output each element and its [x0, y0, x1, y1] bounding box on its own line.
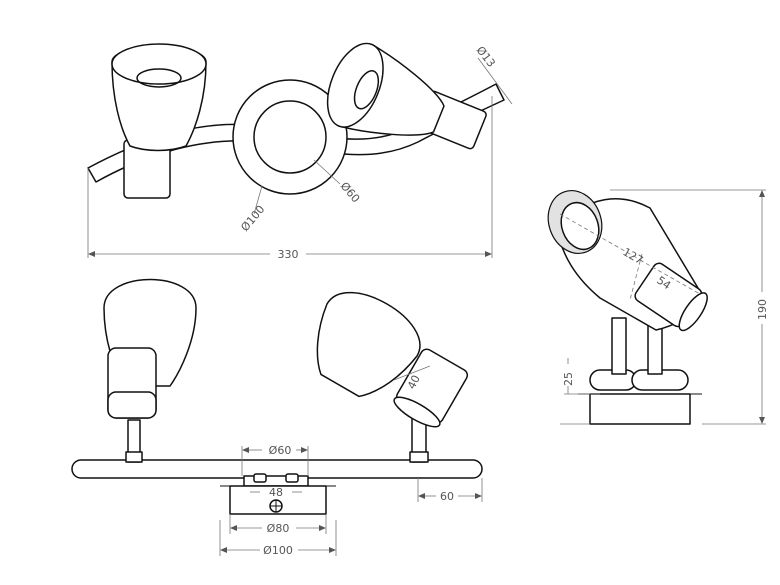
side-view: 127 54 190 25 [547, 189, 769, 425]
dim-top-width: 330 [278, 248, 299, 261]
front-view: 40 Ø60 48 Ø80 Ø100 [71, 278, 483, 557]
top-view: 330 Ø13 Ø100 Ø60 [87, 42, 513, 261]
top-view-left-shade-inner [136, 68, 182, 88]
side-view-shade-inner [560, 201, 600, 251]
dim-side-holder-len: 54 [654, 274, 673, 293]
dim-side-height: 190 [756, 299, 769, 320]
top-view-right-shade-rim [326, 42, 384, 128]
top-view-rose-inner [253, 100, 327, 174]
dim-top-rose-inner: Ø60 [338, 180, 363, 206]
dim-front-holder-dia: 40 [405, 373, 423, 391]
top-view-right-shade-inner [353, 70, 380, 110]
dim-front-plate-top: Ø60 [269, 444, 292, 457]
dim-front-plate-mid: Ø80 [267, 522, 290, 535]
dim-top-pipe-dia: Ø13 [474, 44, 498, 70]
side-view-base-plate [589, 393, 691, 425]
dim-front-plate-bottom: Ø100 [263, 544, 293, 557]
dim-top-rose-outer: Ø100 [238, 203, 267, 234]
dim-side-base-h: 25 [562, 372, 575, 386]
dim-front-screw: 48 [269, 486, 283, 499]
front-view-right-shade [316, 291, 421, 398]
side-view-post-left [611, 317, 627, 375]
top-view-left-shade-rim [111, 43, 207, 85]
dim-front-end-offset: 60 [440, 490, 454, 503]
